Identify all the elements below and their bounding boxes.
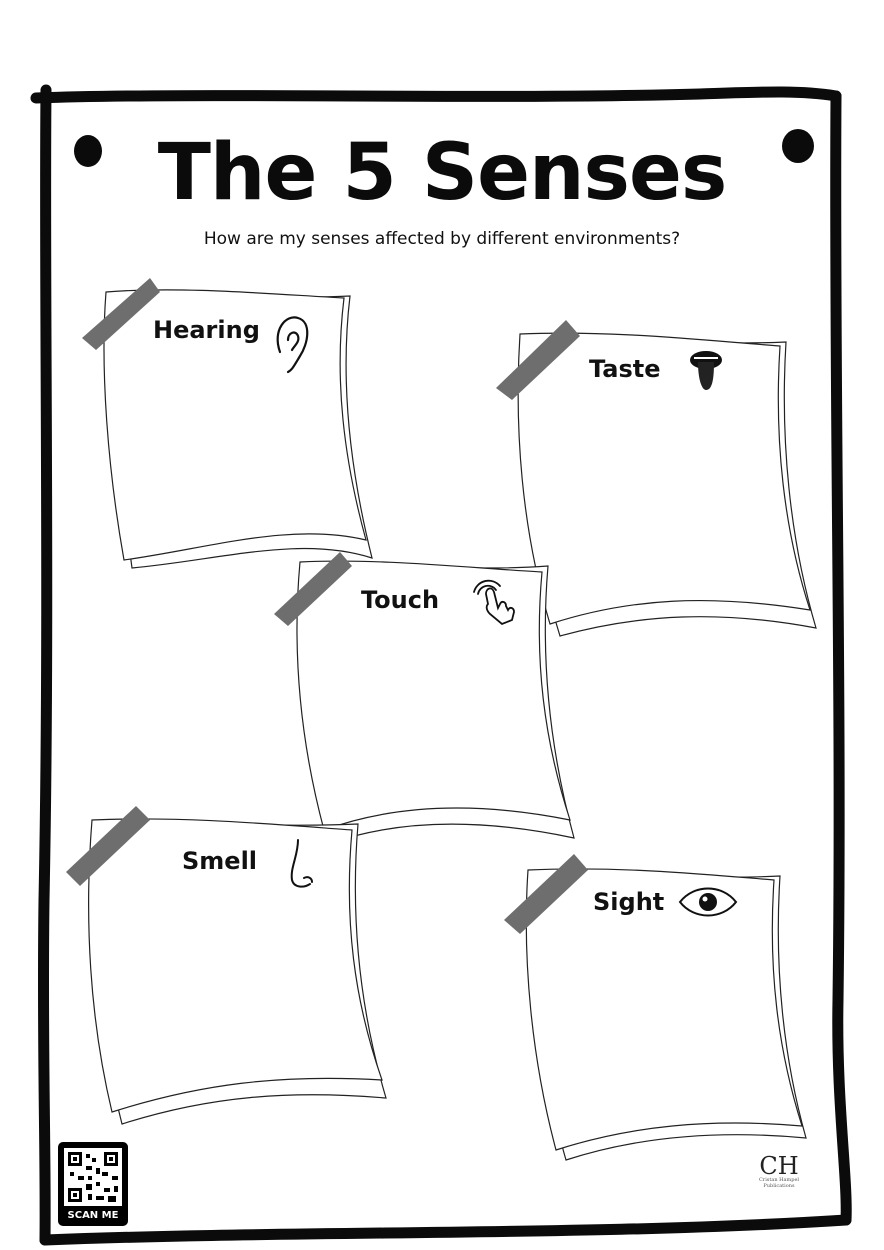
brand-name: Cristan Hampel Publications bbox=[758, 1177, 800, 1189]
qr-code[interactable] bbox=[58, 1142, 128, 1226]
sense-label-smell: Smell bbox=[182, 847, 258, 875]
sense-label-sight: Sight bbox=[593, 888, 665, 916]
nose-icon bbox=[290, 839, 313, 888]
page-title: The 5 Senses bbox=[157, 128, 728, 218]
note-taste bbox=[496, 320, 817, 637]
ear-icon bbox=[276, 316, 309, 374]
sense-label-touch: Touch bbox=[361, 586, 440, 614]
note-hearing bbox=[82, 278, 373, 569]
pin-dot-right bbox=[782, 129, 814, 163]
note-touch bbox=[274, 552, 575, 843]
eye-icon bbox=[678, 887, 738, 917]
tongue-icon bbox=[690, 351, 722, 390]
brand-monogram: CH bbox=[759, 1152, 799, 1180]
note-smell bbox=[66, 806, 387, 1125]
page-subtitle: How are my senses affected by different … bbox=[203, 229, 681, 249]
sense-label-hearing: Hearing bbox=[153, 316, 260, 344]
note-sight bbox=[504, 854, 807, 1161]
sense-label-taste: Taste bbox=[589, 355, 661, 383]
touch-hand-icon bbox=[473, 579, 515, 626]
pin-dot-left bbox=[74, 135, 102, 167]
page-frame bbox=[30, 84, 852, 1246]
qr-scan-label: SCAN ME bbox=[67, 1210, 119, 1221]
